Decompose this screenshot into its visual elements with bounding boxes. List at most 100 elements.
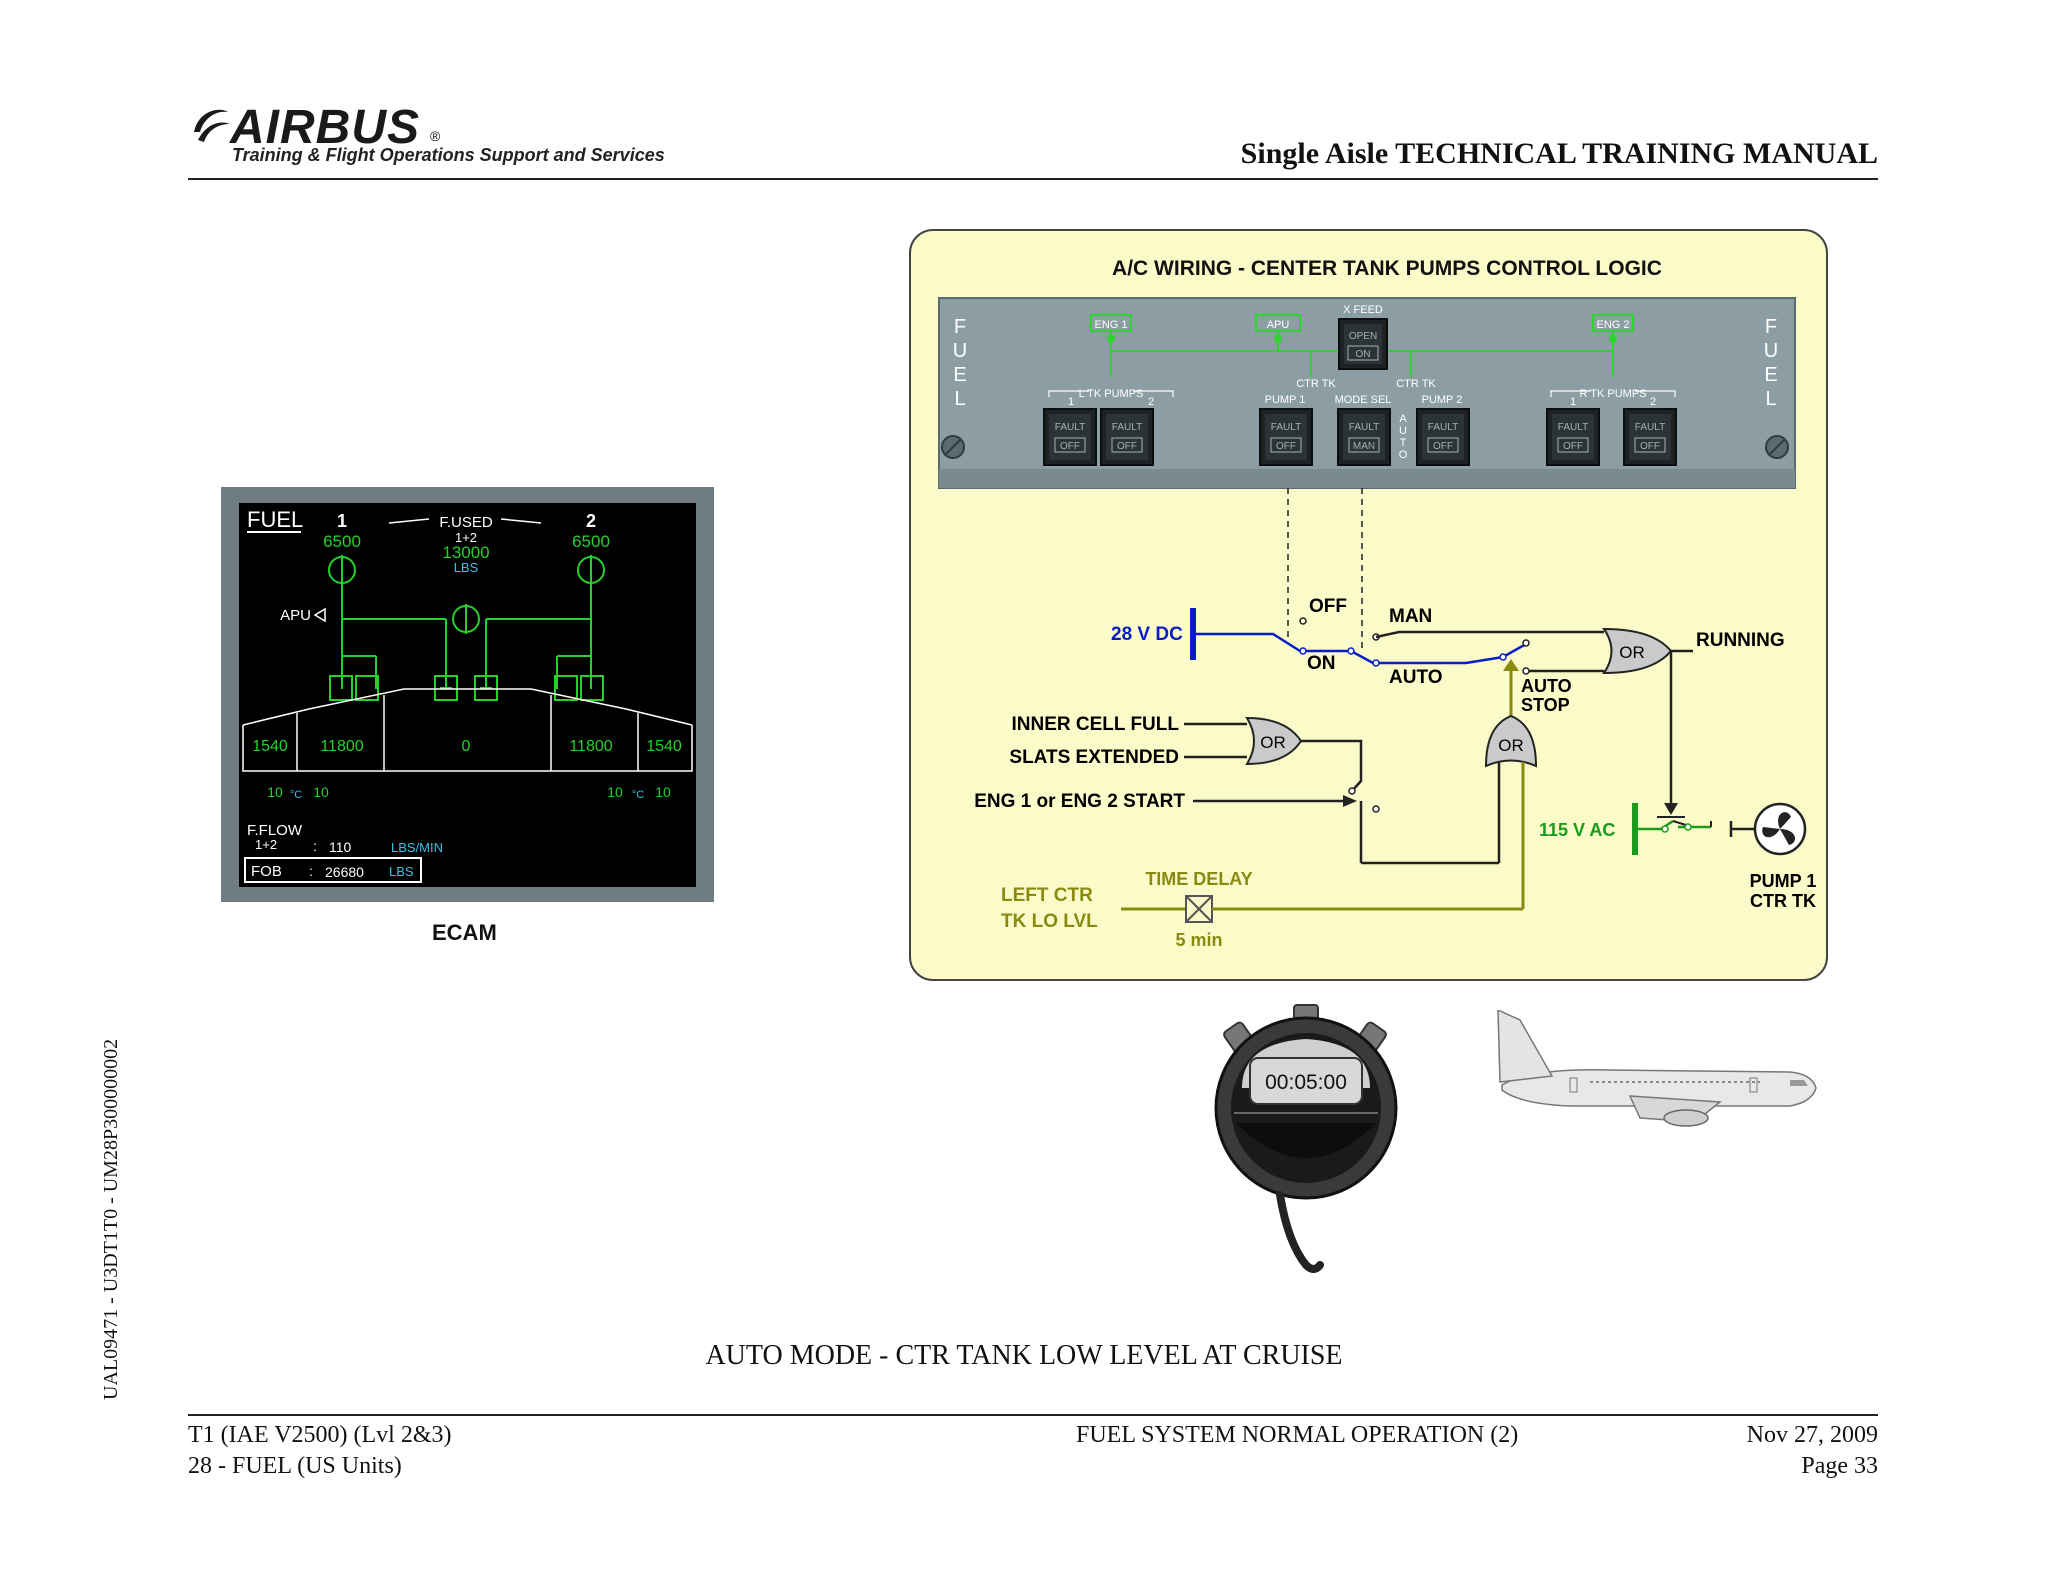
header-rule	[188, 178, 1878, 180]
ecam-fob-box	[244, 857, 422, 883]
pushbutton-bottom-legend: OFF	[1640, 441, 1660, 452]
dc-circuit	[1190, 608, 1604, 675]
inner-cell-full-label: INNER CELL FULL	[1012, 714, 1180, 735]
ecam-caption: ECAM	[432, 920, 497, 945]
or-gate-inner-cell	[1184, 716, 1380, 863]
panel-label-ctr-tk-right: CTR TK	[1396, 378, 1436, 390]
panel-label-num: 2	[1650, 396, 1656, 408]
or-gate-running	[1602, 627, 1693, 815]
auto-stop-label: STOP	[1521, 695, 1570, 715]
panel-label-apu: APU	[1267, 319, 1290, 331]
time-delay-label: TIME DELAY	[1145, 869, 1252, 889]
panel-label-ctr-tk-left: CTR TK	[1296, 378, 1336, 390]
slats-extended-label: SLATS EXTENDED	[1009, 747, 1179, 768]
panel-side-letter: E	[1764, 364, 1777, 386]
ecam-fflow-unit: LBS/MIN	[391, 840, 443, 855]
auto-label: AUTO	[1389, 667, 1442, 688]
ecam-fflow-label: F.FLOW	[247, 822, 303, 839]
ecam-screen: FUEL 1 6500 2 6500 F.USED 1+2 13000 LBS	[239, 503, 696, 887]
ecam-temp-value: 10	[267, 784, 283, 800]
logo-wordmark: AIRBUS	[230, 101, 421, 154]
panel-label-num: 1	[1068, 396, 1074, 408]
ecam-tank-value: 11800	[320, 738, 363, 755]
switch-on-label: ON	[1307, 653, 1336, 674]
pump-fan-icon	[1753, 802, 1807, 856]
ecam-fused-unit: LBS	[454, 560, 479, 575]
ecam-temp-value: 10	[655, 784, 671, 800]
ecam-temp-unit: °C	[290, 789, 302, 801]
left-ctr-tk-lo-lvl-label: LEFT CTR	[1001, 885, 1093, 906]
footer-course: T1 (IAE V2500) (Lvl 2&3)	[188, 1422, 452, 1448]
ecam-apu-label: APU	[280, 607, 311, 624]
pump-label: PUMP 1	[1750, 871, 1817, 891]
footer-page-number: Page 33	[1801, 1453, 1878, 1479]
panel-label-r-tk-pumps: R TK PUMPS	[1579, 388, 1646, 400]
pushbutton-fault-legend: FAULT	[1635, 422, 1665, 433]
pushbutton-bottom-legend: OFF	[1060, 441, 1080, 452]
pushbutton-fault-legend: FAULT	[1558, 422, 1588, 433]
stopwatch-icon: 00:05:00	[1214, 1004, 1398, 1273]
delay-value: 5 min	[1175, 930, 1222, 950]
ecam-eng2-label: 2	[586, 511, 596, 531]
ecam-page-title: FUEL	[247, 507, 303, 532]
xfeed-pushbutton[interactable]: OPEN ON	[1338, 318, 1388, 370]
r-tk-pump-1-pushbutton[interactable]: FAULT OFF	[1546, 408, 1600, 466]
ecam-fflow-value: 110	[329, 839, 352, 855]
ecam-temp-value: 10	[313, 784, 329, 800]
panel-side-letter: F	[954, 316, 966, 338]
auto-stop-label: AUTO	[1521, 676, 1572, 696]
ecam-fused-bracket-left	[388, 518, 430, 524]
pushbutton-bottom-legend: OFF	[1117, 441, 1137, 452]
pushbutton-bottom-legend: MAN	[1353, 441, 1375, 452]
footer-rule	[188, 1414, 1878, 1416]
panel-label-pump1: PUMP 1	[1265, 394, 1306, 406]
time-delay-element	[1121, 895, 1523, 923]
pushbutton-bottom-legend: OFF	[1563, 441, 1583, 452]
stopwatch-time: 00:05:00	[1265, 1071, 1347, 1094]
panel-side-letter: L	[1765, 388, 1776, 410]
panel-auto-letter: O	[1399, 449, 1408, 461]
ecam-fob-label: FOB	[251, 863, 282, 880]
r-tk-pump-2-pushbutton[interactable]: FAULT OFF	[1623, 408, 1677, 466]
panel-label-eng2: ENG 2	[1596, 319, 1629, 331]
panel-side-letter: U	[1764, 340, 1778, 362]
logo-subtitle: Training & Flight Operations Support and…	[232, 145, 665, 165]
ecam-fuel-lines	[328, 555, 605, 701]
running-label: RUNNING	[1696, 630, 1785, 651]
panel-side-letter: E	[953, 364, 966, 386]
figure-caption: AUTO MODE - CTR TANK LOW LEVEL AT CRUISE	[705, 1340, 1343, 1371]
ac-circuit	[1632, 803, 1755, 855]
panel-label-l-tk-pumps: L TK PUMPS	[1079, 388, 1144, 400]
or-gate-label: OR	[1619, 643, 1645, 662]
ecam-tank-value: 11800	[569, 738, 612, 755]
panel-auto-letter: A	[1399, 413, 1407, 425]
ecam-fused-sub: 1+2	[455, 530, 477, 545]
stopwatch: 00:05:00	[1210, 1003, 1400, 1283]
wiring-title: A/C WIRING - CENTER TANK PUMPS CONTROL L…	[1112, 257, 1662, 280]
ctr-tk-pump-1-pushbutton[interactable]: FAULT OFF	[1259, 408, 1313, 466]
panel-auto-letter: U	[1399, 425, 1407, 437]
footer-date: Nov 27, 2009	[1746, 1422, 1878, 1448]
left-ctr-tk-lo-lvl-label: TK LO LVL	[1001, 911, 1098, 932]
switch-off-label: OFF	[1309, 596, 1347, 617]
panel-label-num: 2	[1148, 396, 1154, 408]
panel-side-letter: L	[954, 388, 965, 410]
wiring-diagram: A/C WIRING - CENTER TANK PUMPS CONTROL L…	[938, 257, 1817, 950]
pushbutton-bottom-legend: OFF	[1276, 441, 1296, 452]
ecam-fused-label: F.USED	[439, 514, 493, 531]
ecam-eng1-label: 1	[337, 511, 347, 531]
panel-side-letter: F	[1765, 316, 1777, 338]
xfeed-bottom-legend: ON	[1356, 349, 1371, 360]
ecam-tank-value: 1540	[646, 738, 682, 755]
mechanical-linkage	[1287, 488, 1363, 651]
pushbutton-fault-legend: FAULT	[1271, 422, 1301, 433]
xfeed-top-legend: OPEN	[1349, 331, 1377, 342]
aircraft-illustration	[1490, 1008, 1820, 1140]
ecam-fuel-page: FUEL 1 6500 2 6500 F.USED 1+2 13000 LBS	[242, 507, 693, 883]
wiring-diagram-panel: A/C WIRING - CENTER TANK PUMPS CONTROL L…	[909, 229, 1828, 981]
fuel-pushbuttons[interactable]: FAULTOFFFAULTOFFFAULTOFFFAULTMANFAULTOFF…	[1043, 408, 1677, 466]
